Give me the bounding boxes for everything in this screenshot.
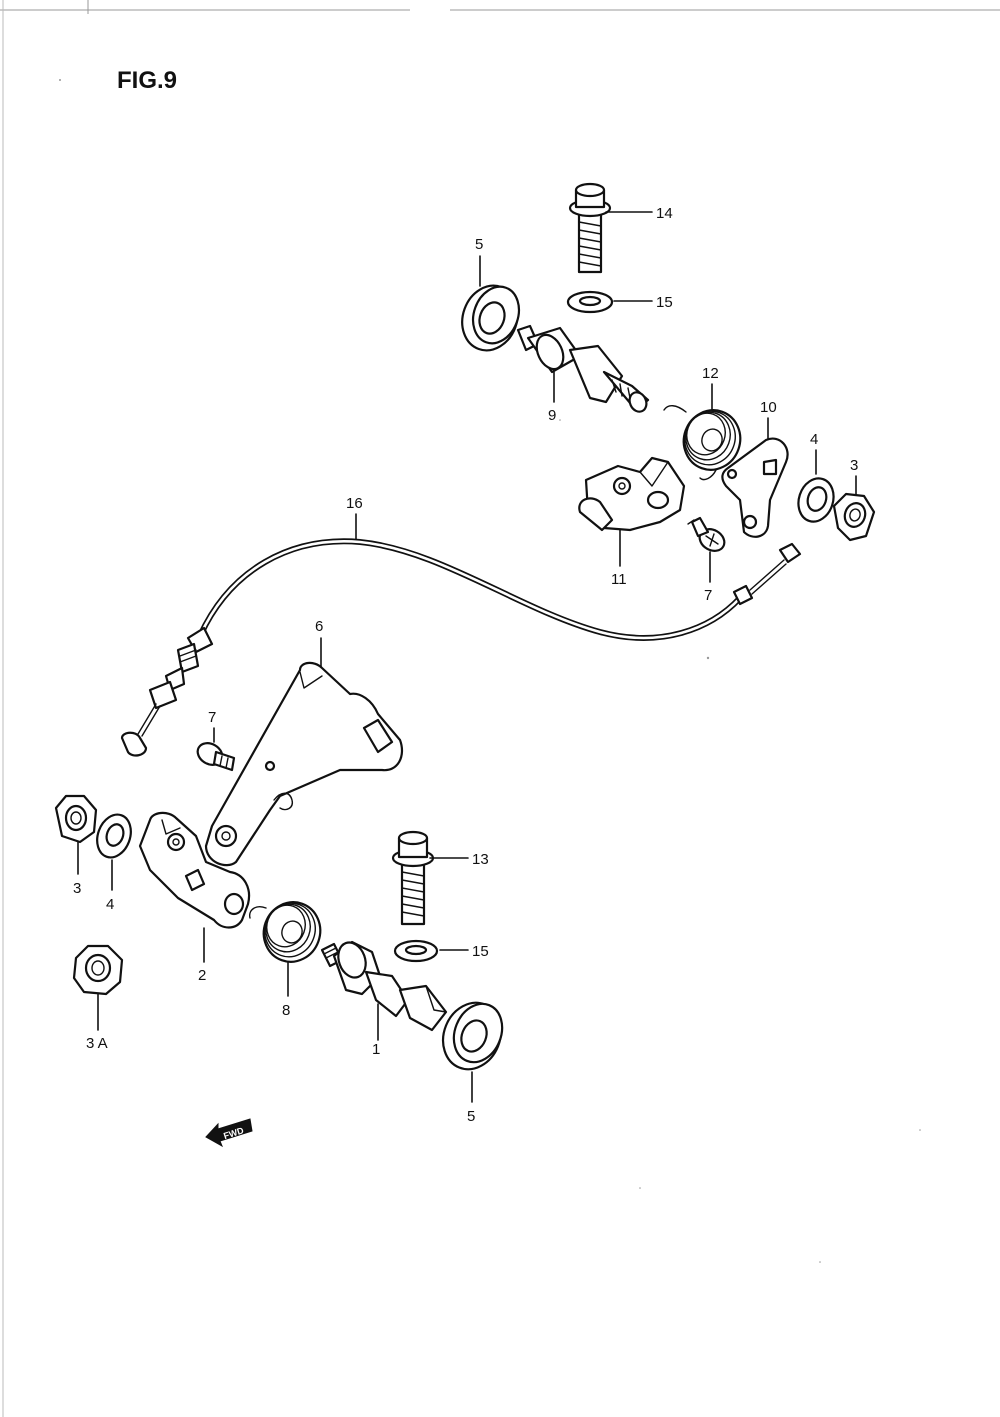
- part-16-control-cable: [120, 538, 802, 757]
- part-4-washer-right: [797, 477, 835, 523]
- part-7-screw-left: [196, 742, 236, 772]
- callout-14: 14: [656, 205, 673, 222]
- part-13-bolt: [391, 830, 435, 926]
- callout-12: 12: [702, 365, 719, 382]
- callout-4-left: 4: [106, 896, 114, 913]
- callout-11: 11: [611, 571, 627, 588]
- part-10-lever-plate: [721, 437, 789, 538]
- callout-4-right: 4: [810, 431, 818, 448]
- callout-15-bottom: 15: [472, 943, 489, 960]
- callout-2: 2: [198, 967, 206, 984]
- scan-specks: [59, 79, 921, 1263]
- part-2-lever: [138, 811, 251, 929]
- callout-5-top: 5: [475, 236, 483, 253]
- part-12-torsion-spring: [663, 405, 742, 481]
- part-7-screw-right: [687, 516, 726, 552]
- callout-8: 8: [282, 1002, 290, 1019]
- part-5-oil-seal-bottom: [441, 1001, 504, 1071]
- fwd-arrow-icon: FWD: [205, 1118, 253, 1148]
- callout-16: 16: [346, 495, 363, 512]
- callout-7-left: 7: [208, 709, 216, 726]
- callout-7-right: 7: [704, 587, 712, 604]
- callout-1: 1: [372, 1041, 380, 1058]
- part-6-cable-bracket: [204, 661, 404, 867]
- part-11-cable-clamp: [578, 456, 686, 532]
- part-1-shaft: [320, 940, 448, 1032]
- part-8-torsion-spring: [249, 901, 322, 963]
- callout-5-bottom: 5: [467, 1108, 475, 1125]
- part-15-washer-top: [566, 290, 614, 314]
- part-14-bolt: [568, 182, 612, 274]
- part-3-nut-right: [832, 492, 876, 542]
- callout-15-top: 15: [656, 294, 673, 311]
- callout-3a: 3 A: [86, 1035, 108, 1052]
- callout-10: 10: [760, 399, 777, 416]
- part-3a-flange-nut: [72, 944, 124, 996]
- part-15-washer-bottom: [393, 939, 439, 963]
- part-9-shaft: [516, 324, 650, 413]
- part-3-nut-left: [54, 794, 98, 844]
- callout-3-left: 3: [73, 880, 81, 897]
- callout-6: 6: [315, 618, 323, 635]
- figure-title: FIG.9: [117, 67, 177, 94]
- callout-9: 9: [548, 407, 556, 424]
- part-4-washer-left: [96, 813, 132, 859]
- callout-3-right: 3: [850, 457, 858, 474]
- part-5-oil-seal-top: [461, 284, 521, 352]
- callout-13: 13: [472, 851, 489, 868]
